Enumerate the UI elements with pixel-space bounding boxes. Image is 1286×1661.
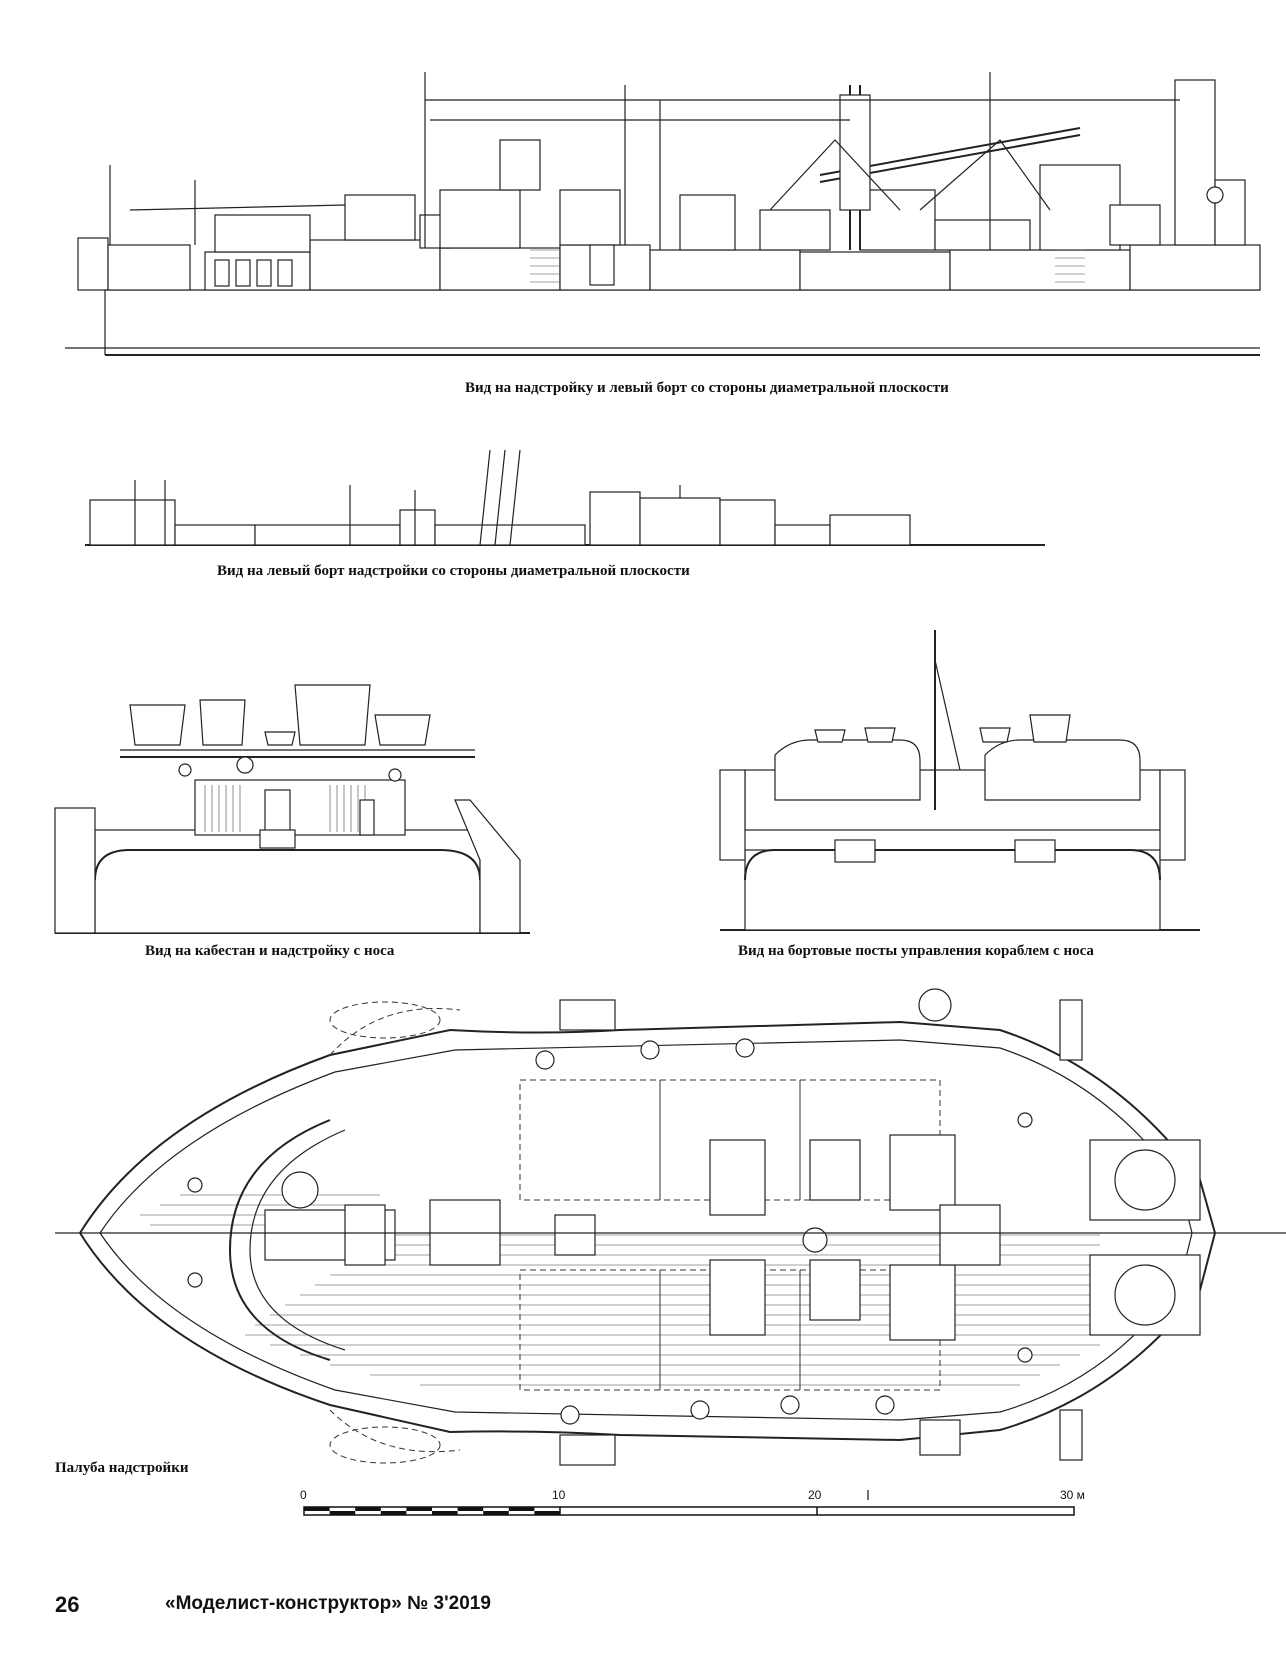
drawing-capstan-bow-view — [54, 684, 530, 934]
drawing-deck-plan — [55, 988, 1286, 1466]
page-number: 26 — [55, 1592, 80, 1617]
caption-capstan-bow-view: Вид на кабестан и надстройку с носа — [145, 943, 395, 959]
scale-label-30: 30 м — [1060, 1488, 1085, 1502]
caption-superstructure-side: Вид на левый борт надстройки со стороны … — [217, 563, 690, 579]
caption-side-elevation: Вид на надстройку и левый борт со сторон… — [465, 380, 949, 396]
drawing-superstructure-side — [85, 449, 1045, 546]
scale-label-20: 20 — [808, 1488, 822, 1502]
drawing-control-posts-bow-view — [719, 630, 1200, 931]
scale-bar — [303, 1490, 1075, 1516]
magazine-title: «Моделист-конструктор» № 3'2019 — [165, 1593, 491, 1614]
caption-deck-plan: Палуба надстройки — [55, 1460, 189, 1476]
scale-label-10: 10 — [552, 1488, 566, 1502]
caption-control-posts-bow-view: Вид на бортовые посты управления корабле… — [738, 943, 1094, 959]
drawing-side-elevation — [65, 72, 1261, 356]
scale-label-0: 0 — [300, 1488, 307, 1502]
